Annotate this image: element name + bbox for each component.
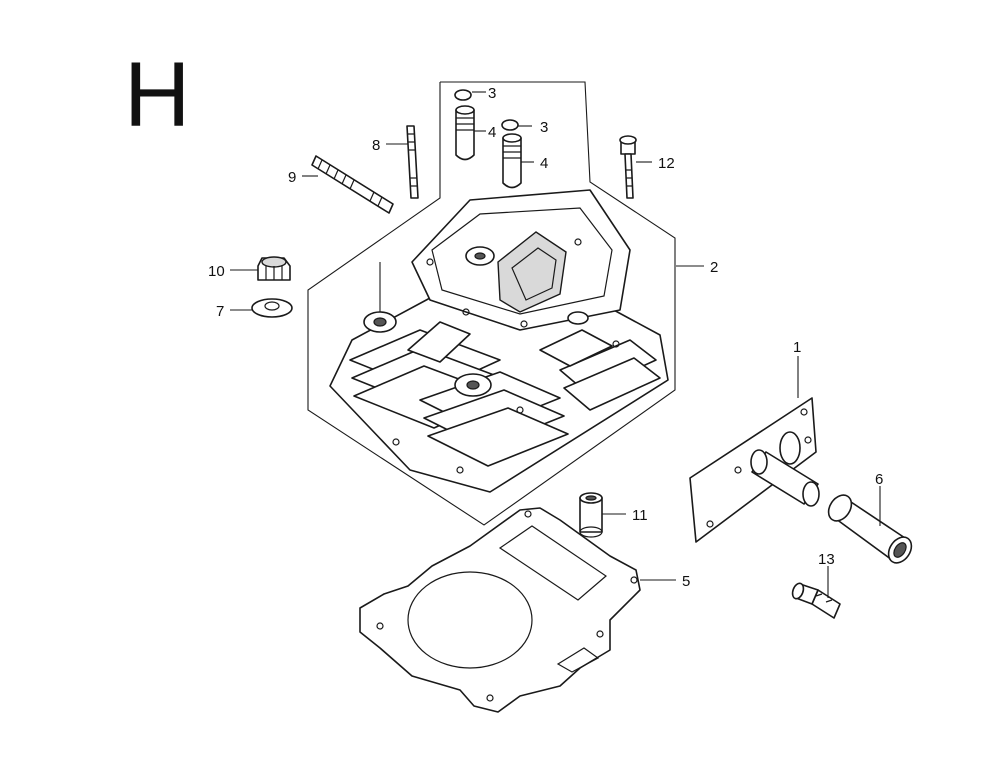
callout-labels: 3 4 3 4 8 9 12 10 7 2 1 6 11 5 13 — [208, 85, 883, 590]
clip-3b[interactable] — [501, 119, 519, 131]
callout-5: 5 — [682, 573, 690, 590]
section-letter: H — [124, 44, 190, 146]
callout-12: 12 — [658, 155, 675, 172]
washer-7[interactable] — [251, 298, 293, 318]
bolt-13[interactable] — [791, 582, 841, 619]
callout-6: 6 — [875, 471, 883, 488]
bolt-12[interactable] — [619, 135, 637, 199]
callout-11: 11 — [632, 507, 648, 524]
callout-8: 8 — [372, 137, 380, 154]
callout-2: 2 — [710, 259, 718, 276]
callout-4a: 4 — [488, 124, 496, 141]
valve-guide-4b[interactable] — [502, 133, 522, 189]
stud-bolt-9[interactable] — [311, 155, 394, 214]
cylinder-head-2[interactable] — [329, 189, 669, 493]
leader-lines — [230, 91, 881, 598]
callout-3a: 3 — [488, 85, 496, 102]
callout-3b: 3 — [540, 119, 548, 136]
sleeve-6[interactable] — [824, 491, 916, 567]
head-gasket-5[interactable] — [359, 507, 641, 713]
callout-13: 13 — [818, 551, 835, 568]
clip-3a[interactable] — [454, 89, 472, 101]
plate-with-tube-1[interactable] — [689, 397, 820, 543]
assembly-boundary — [307, 81, 676, 526]
dowel-pin-11[interactable] — [579, 492, 603, 538]
callout-7: 7 — [216, 303, 224, 320]
callout-10: 10 — [208, 263, 225, 280]
valve-guide-4a[interactable] — [455, 105, 475, 161]
stud-bolt-8[interactable] — [406, 125, 419, 199]
callout-9: 9 — [288, 169, 296, 186]
cap-nut-10[interactable] — [257, 256, 291, 281]
callout-4b: 4 — [540, 155, 548, 172]
callout-1: 1 — [793, 339, 801, 356]
